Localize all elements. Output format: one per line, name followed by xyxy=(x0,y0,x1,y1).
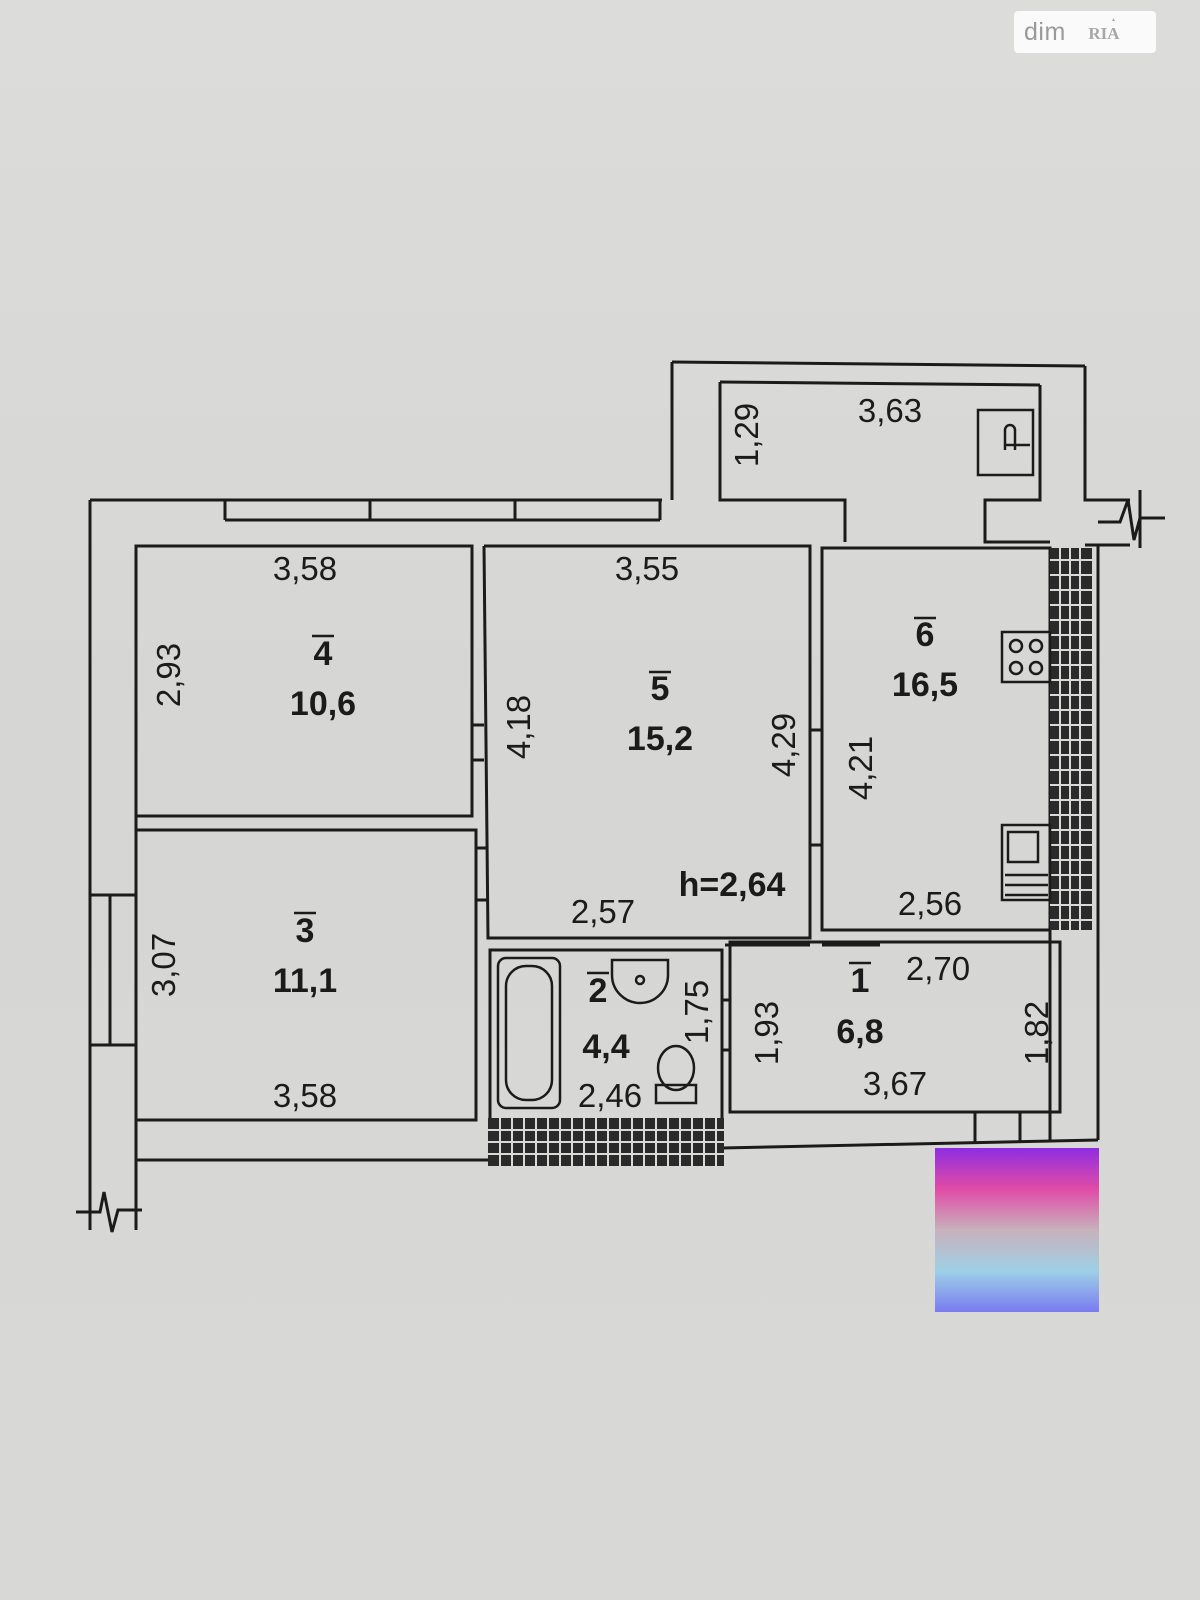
sink-icon xyxy=(610,958,670,1005)
room-area: 16,5 xyxy=(892,666,958,704)
room-area: 11,1 xyxy=(273,962,337,1000)
kitchen-sink-icon xyxy=(976,408,1035,477)
room-area: 10,6 xyxy=(290,685,356,723)
room-6-label: 6 16,5 xyxy=(892,616,958,704)
bathtub-icon xyxy=(496,956,562,1110)
dimension-room5-left: 4,18 xyxy=(500,695,537,759)
break-symbol-right xyxy=(1098,499,1165,541)
dimension-room1-left: 1,93 xyxy=(748,1001,785,1065)
watermark-text: dim xyxy=(1024,17,1066,46)
dimension-room5-bottom: 2,57 xyxy=(571,893,635,930)
room-number: 1 xyxy=(851,962,870,1000)
room-area: 4,4 xyxy=(582,1028,629,1066)
walls xyxy=(88,360,1130,1230)
room-area: 6,8 xyxy=(836,1013,883,1051)
room-3-label: 3 11,1 xyxy=(273,911,337,1000)
dimension-room5-right: 4,29 xyxy=(765,713,802,777)
toilet-bowl-icon xyxy=(656,1044,696,1092)
room-4-label: 4 10,6 xyxy=(290,634,356,723)
dimension-room3-left: 3,07 xyxy=(145,933,182,997)
room-2-label: 2 4,4 xyxy=(582,971,630,1066)
dimension-room3-bottom: 3,58 xyxy=(273,1077,337,1114)
gradient-overlay xyxy=(935,1148,1099,1312)
dimension-room6-balcony-left: 1,29 xyxy=(728,403,765,467)
room-1-label: 1 6,8 xyxy=(836,961,884,1051)
room-number: 6 xyxy=(916,616,935,654)
break-symbols xyxy=(76,490,1165,1233)
room-5-label: 5 15,2 xyxy=(627,670,693,758)
dimension-room2-right: 1,75 xyxy=(678,980,715,1044)
svg-text:RIA: RIA xyxy=(1088,24,1120,43)
dimension-room1-right: 1,82 xyxy=(1018,1001,1055,1065)
dimension-room6-left: 4,21 xyxy=(842,736,879,800)
dimension-room5-top: 3,55 xyxy=(615,550,679,587)
room-number: 3 xyxy=(296,912,315,950)
bathtub-inner xyxy=(504,964,554,1102)
kitchen-counter-icon xyxy=(1000,823,1052,902)
ria-logo-icon: RIA xyxy=(1088,18,1120,43)
stove-icon xyxy=(1000,630,1052,684)
room-number: 5 xyxy=(651,670,670,708)
ceiling-height: h=2,64 xyxy=(679,866,786,904)
tiled-wall xyxy=(1050,548,1092,930)
room-number: 2 xyxy=(589,972,608,1010)
toilet-tank-icon xyxy=(654,1083,698,1105)
dimension-room4-top: 3,58 xyxy=(273,550,337,587)
room-area: 15,2 xyxy=(627,720,693,758)
bathroom-tiled-wall xyxy=(488,1118,724,1166)
break-symbol-bottom-left xyxy=(76,1191,142,1233)
watermark: dim RIA xyxy=(1014,11,1156,53)
dimension-room4-left: 2,93 xyxy=(150,643,187,707)
dimension-room2-bottom: 2,46 xyxy=(578,1077,642,1114)
dimension-room6-top: 3,63 xyxy=(858,392,922,429)
dimension-room1-bottom: 3,67 xyxy=(863,1065,927,1102)
dimension-room6-bottom: 2,56 xyxy=(898,885,962,922)
fixtures xyxy=(496,408,1052,1110)
room-number: 4 xyxy=(314,635,333,673)
dimension-room1-top: 2,70 xyxy=(906,950,970,987)
